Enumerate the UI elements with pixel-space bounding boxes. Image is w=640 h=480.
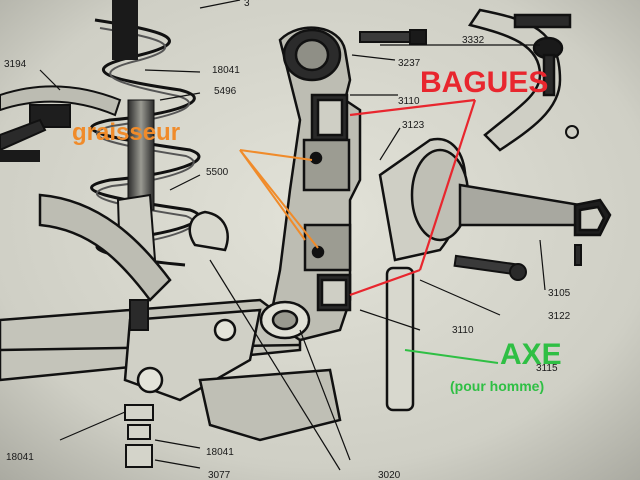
part-18041-top: 18041 — [212, 65, 240, 76]
axe-note: (pour homme) — [450, 378, 544, 394]
part-3115: 3115 — [536, 363, 558, 374]
part-3237: 3237 — [398, 58, 421, 69]
lower-arm — [0, 193, 342, 442]
part-3110-top: 3110 — [398, 96, 420, 107]
damper-body — [127, 99, 155, 211]
bagues-label: BAGUES — [420, 66, 548, 99]
part-3077: 3077 — [208, 470, 231, 480]
left-bolt — [0, 150, 40, 162]
cone-bumper — [188, 210, 229, 252]
part-numbers: 3332 3237 3110 3123 3194 18041 5496 5500… — [4, 0, 571, 480]
left-tie-rod — [0, 85, 122, 152]
part-5500: 5500 — [206, 167, 229, 178]
part-3194: 3194 — [4, 59, 27, 70]
part-18041-bl: 18041 — [6, 452, 34, 463]
part-3105: 3105 — [548, 288, 571, 299]
axe-leader — [404, 349, 499, 364]
graisseur-annotation — [239, 149, 319, 249]
bagues-annotation — [349, 98, 477, 297]
axe-label: AXE — [500, 338, 562, 371]
part-5496: 5496 — [214, 86, 237, 97]
part-3-top: 3 — [244, 0, 250, 9]
kingpin-axe — [385, 266, 415, 412]
part-3020: 3020 — [378, 470, 401, 480]
graisseur-label: graisseur — [72, 119, 180, 146]
part-3110-mid: 3110 — [452, 325, 474, 336]
part-3123: 3123 — [402, 120, 425, 131]
part-18041-b: 18041 — [206, 447, 234, 458]
stub-axle — [378, 137, 612, 262]
part-3332: 3332 — [462, 35, 485, 46]
kingpin-carrier — [259, 26, 362, 342]
spring-rod — [112, 0, 138, 60]
bolt-stack — [124, 299, 154, 468]
part-3122: 3122 — [548, 311, 571, 322]
leader-lines — [39, 0, 546, 471]
coil-spring — [90, 18, 201, 267]
loose-bolts — [359, 29, 582, 281]
